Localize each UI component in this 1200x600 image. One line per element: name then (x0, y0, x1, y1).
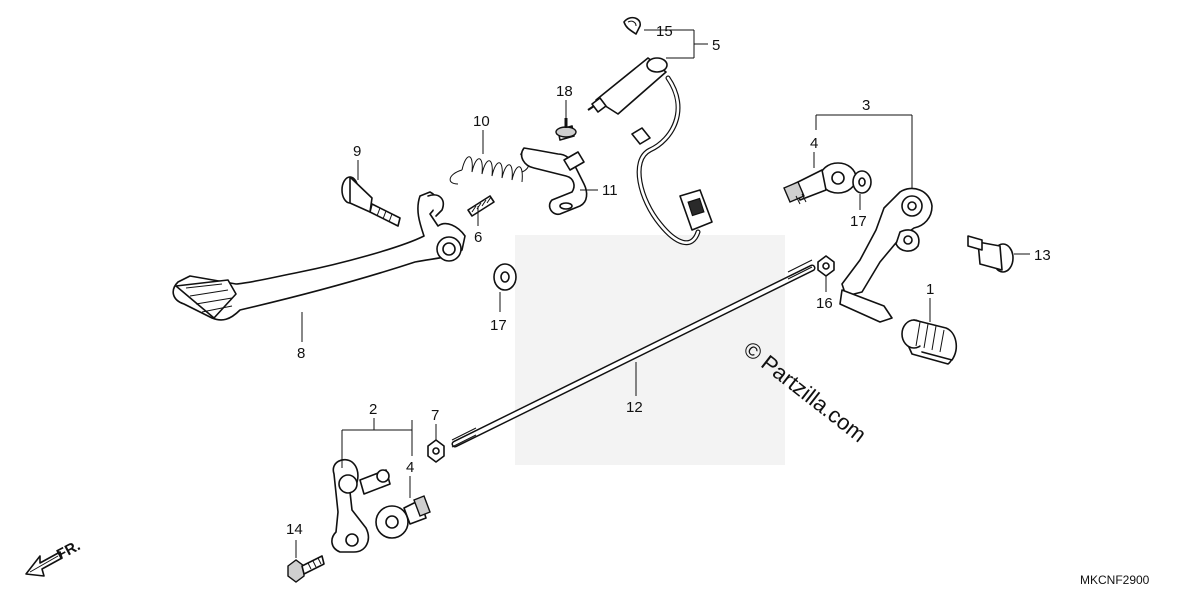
callout-16: 16 (816, 295, 833, 312)
bolt-14 (287, 555, 325, 583)
callout-10: 10 (473, 113, 490, 130)
lower-arm-2 (331, 458, 391, 553)
pedal-8 (172, 191, 466, 321)
bolt-18 (555, 118, 577, 141)
callout-9: 9 (353, 143, 361, 160)
nut-7 (427, 439, 445, 463)
ball-joint-4-upper (783, 162, 857, 205)
clip-6 (467, 195, 495, 217)
callout-11: 11 (602, 182, 618, 199)
callout-1: 1 (926, 281, 934, 298)
callout-2: 2 (369, 401, 377, 418)
ball-joint-4-lower (375, 495, 431, 539)
callout-15: 15 (656, 23, 673, 40)
shift-arm-3 (839, 187, 933, 323)
callout-13: 13 (1034, 247, 1051, 264)
washer-17-right (852, 170, 872, 194)
callout-6: 6 (474, 229, 482, 246)
nut-16 (817, 255, 835, 277)
callout-3: 3 (862, 97, 870, 114)
callout-18: 18 (556, 83, 573, 100)
switch-5 (587, 57, 713, 246)
callout-4-upper: 4 (810, 135, 818, 152)
callout-5: 5 (712, 37, 720, 54)
pivot-bolt-9 (341, 176, 401, 227)
leader-lines (295, 29, 1030, 558)
washer-17-left (493, 263, 517, 291)
callout-12: 12 (626, 399, 643, 416)
callout-4-lower: 4 (406, 459, 414, 476)
callout-17-right: 17 (850, 213, 867, 230)
spring-10 (449, 153, 530, 185)
diagram-code: MKCNF2900 (1080, 573, 1150, 587)
rubber-peg-1 (901, 319, 958, 365)
callout-14: 14 (286, 521, 303, 538)
callout-7: 7 (431, 407, 439, 424)
clip-15 (623, 16, 641, 35)
front-arrow-icon (25, 551, 63, 577)
bracket-11 (520, 147, 588, 216)
callout-labels: 1 2 3 4 4 5 6 7 8 9 10 11 12 13 14 15 16… (286, 23, 1051, 538)
callout-8: 8 (297, 345, 305, 362)
shift-rod-12 (451, 259, 816, 448)
front-direction-indicator: FR. (25, 537, 83, 577)
callout-17-left: 17 (490, 317, 507, 334)
bolt-13 (967, 235, 1014, 273)
